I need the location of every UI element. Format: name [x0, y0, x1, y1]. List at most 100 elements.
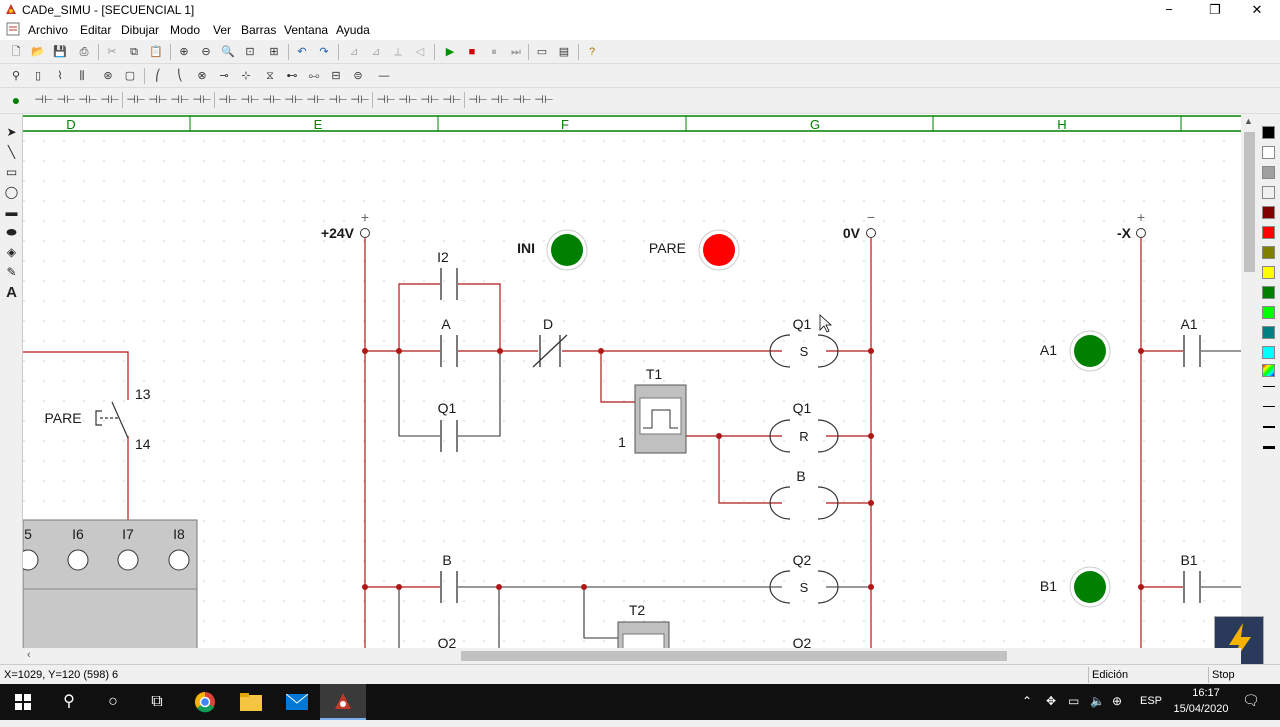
chrome-icon[interactable] — [182, 684, 228, 720]
menu-dibujar[interactable]: Dibujar — [121, 23, 160, 37]
plc-icon[interactable]: ⊜ — [353, 70, 363, 82]
maximize-button[interactable]: ❐ — [1209, 2, 1221, 17]
bridge-icon[interactable]: ⊷ — [286, 70, 298, 82]
contact-21-icon[interactable]: ⊣⊢ — [490, 94, 510, 106]
contact-7-icon[interactable]: ⊣⊢ — [170, 94, 190, 106]
contact-23-icon[interactable]: ⊣⊢ — [534, 94, 554, 106]
color-multicolor[interactable] — [1262, 364, 1275, 377]
filled-ellipse-icon[interactable]: ⬬ — [6, 225, 17, 239]
motor-icon[interactable]: ⊛ — [103, 70, 113, 82]
fill-bucket-icon[interactable]: ◈ — [6, 245, 17, 259]
lamp-icon[interactable]: ⊗ — [197, 70, 207, 82]
ellipse-icon[interactable]: ◯ — [4, 185, 19, 199]
color-teal[interactable] — [1262, 326, 1275, 339]
eyedropper-icon[interactable]: ✎ — [6, 265, 17, 279]
contact-nc-icon[interactable]: ⎝ — [177, 70, 183, 82]
color-black[interactable] — [1262, 126, 1275, 139]
zoom-window-icon[interactable]: ⊡ — [245, 46, 255, 58]
zoom-out-icon[interactable]: ⊖ — [201, 46, 211, 58]
contact-11-icon[interactable]: ⊣⊢ — [262, 94, 282, 106]
pilot-pare[interactable] — [698, 229, 740, 271]
contact-13-icon[interactable]: ⊣⊢ — [306, 94, 326, 106]
stop-icon[interactable]: ■ — [468, 46, 476, 58]
contact-20-icon[interactable]: ⊣⊢ — [468, 94, 488, 106]
pilot-ini[interactable] — [546, 229, 588, 271]
task-view-icon[interactable]: ⧉ — [151, 693, 163, 710]
network-icon[interactable]: ⊕ — [1112, 694, 1123, 708]
menu-ayuda[interactable]: Ayuda — [336, 23, 370, 37]
color-white[interactable] — [1262, 146, 1275, 159]
contact-1-icon[interactable]: ⊣⊢ — [34, 94, 54, 106]
minimize-button[interactable]: − — [1165, 2, 1173, 17]
line-width-1[interactable] — [1263, 386, 1275, 387]
window-icon[interactable]: ▭ — [536, 46, 548, 58]
contact-9-icon[interactable]: ⊣⊢ — [218, 94, 238, 106]
plc-module[interactable] — [23, 519, 198, 648]
library-icon[interactable]: ▤ — [558, 46, 570, 58]
mail-icon[interactable] — [274, 684, 320, 720]
color-green[interactable] — [1262, 286, 1275, 299]
cut-icon[interactable]: ✂ — [107, 46, 117, 58]
open-folder-icon[interactable]: 📂 — [31, 46, 45, 58]
pilot-b1[interactable] — [1069, 566, 1111, 608]
rotate-icon[interactable]: ⟂ — [394, 46, 402, 58]
probe-icon[interactable]: ⚲ — [11, 70, 21, 82]
green-dot-icon[interactable]: ● — [11, 92, 21, 108]
zoom-icon[interactable]: 🔍 — [221, 46, 235, 58]
line-icon[interactable]: ╲ — [7, 145, 16, 159]
mirror-icon[interactable]: ◁ — [415, 46, 425, 58]
filled-rectangle-icon[interactable]: ▬ — [5, 205, 18, 219]
switch-icon[interactable]: ⌇ — [57, 70, 63, 82]
vertical-scroll-thumb[interactable] — [1244, 132, 1255, 272]
line-width-3[interactable] — [1263, 426, 1275, 428]
contact-no-icon[interactable]: ⎛ — [155, 70, 161, 82]
line-width-2[interactable] — [1263, 406, 1275, 407]
contact-14-icon[interactable]: ⊣⊢ — [328, 94, 348, 106]
color-olive[interactable] — [1262, 246, 1275, 259]
new-file-icon[interactable]: 🗋 — [11, 46, 21, 58]
color-red[interactable] — [1262, 226, 1275, 239]
clock-time[interactable]: 16:17 — [1192, 687, 1220, 699]
pilot-a1[interactable] — [1069, 330, 1111, 372]
relay-icon[interactable]: ▢ — [124, 70, 136, 82]
contact-5-icon[interactable]: ⊣⊢ — [126, 94, 146, 106]
contact-12-icon[interactable]: ⊣⊢ — [284, 94, 304, 106]
fuse-icon[interactable]: ▯ — [34, 70, 42, 82]
contact-8-icon[interactable]: ⊣⊢ — [192, 94, 212, 106]
color-maroon[interactable] — [1262, 206, 1275, 219]
save-icon[interactable]: 💾 — [53, 46, 67, 58]
rectangle-icon[interactable]: ▭ — [5, 165, 18, 179]
color-gray[interactable] — [1262, 166, 1275, 179]
menu-ventana[interactable]: Ventana — [284, 23, 329, 37]
timer-t2[interactable] — [617, 621, 670, 648]
color-light-gray[interactable] — [1262, 186, 1275, 199]
help-icon[interactable]: ? — [588, 46, 596, 58]
color-cyan[interactable] — [1262, 346, 1275, 359]
undo-icon[interactable]: ↶ — [297, 46, 307, 58]
cortana-icon[interactable]: ○ — [108, 693, 118, 710]
menu-editar[interactable]: Editar — [80, 23, 112, 37]
menu-barras[interactable]: Barras — [241, 23, 277, 37]
contact-19-icon[interactable]: ⊣⊢ — [442, 94, 462, 106]
horizontal-scrollbar[interactable]: ‹ — [23, 648, 1241, 664]
tray-chevron-icon[interactable]: ⌃ — [1022, 694, 1033, 708]
align-left-icon[interactable]: ⊿ — [349, 46, 359, 58]
windows-start-icon[interactable] — [0, 684, 46, 720]
terminal-icon[interactable]: ⊟ — [331, 70, 341, 82]
contact-4-icon[interactable]: ⊣⊢ — [100, 94, 120, 106]
drawing-canvas[interactable]: D E F G H + − + +24V 0V -X INI PARE A1 — [23, 114, 1241, 648]
contact-10-icon[interactable]: ⊣⊢ — [240, 94, 260, 106]
select-arrow-icon[interactable]: ➤ — [6, 125, 17, 139]
search-icon[interactable]: ⚲ — [63, 693, 75, 710]
pause-icon[interactable]: ⏸ — [491, 46, 497, 58]
close-button[interactable]: ✕ — [1251, 2, 1263, 17]
menu-ver[interactable]: Ver — [213, 23, 232, 37]
zoom-all-icon[interactable]: ⊞ — [269, 46, 279, 58]
contact-3-icon[interactable]: ⊣⊢ — [78, 94, 98, 106]
align-right-icon[interactable]: ⊿ — [371, 46, 381, 58]
contact-22-icon[interactable]: ⊣⊢ — [512, 94, 532, 106]
line-width-4[interactable] — [1263, 446, 1275, 449]
transformer-icon[interactable]: ⧟ — [308, 70, 320, 82]
contact-6-icon[interactable]: ⊣⊢ — [148, 94, 168, 106]
print-icon[interactable]: ⎙ — [79, 46, 89, 58]
